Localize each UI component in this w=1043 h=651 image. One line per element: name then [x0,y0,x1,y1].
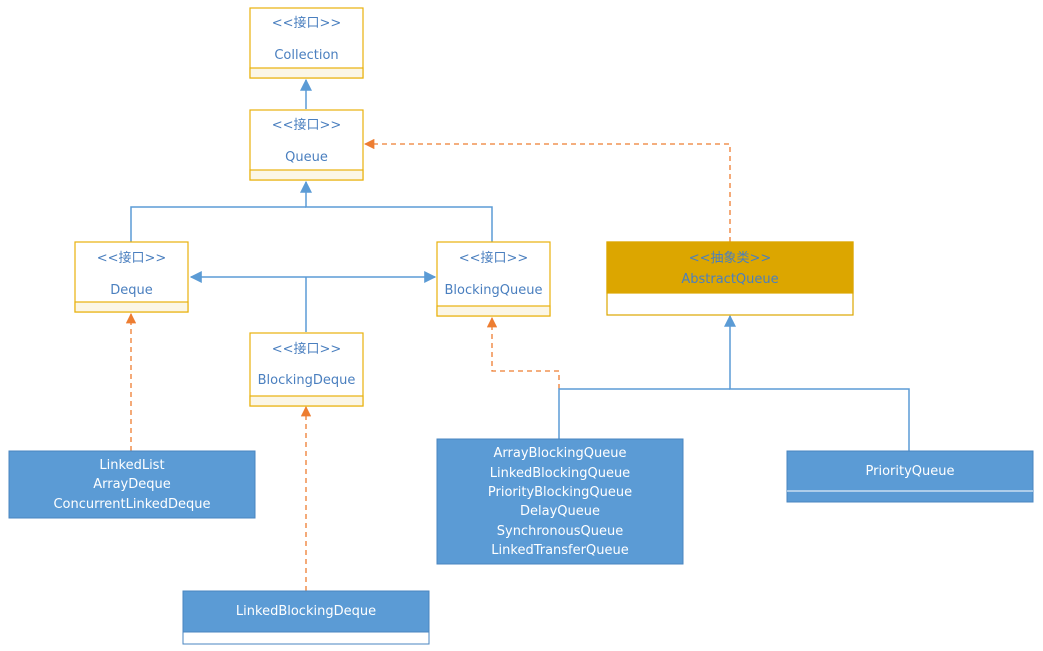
node-queue-name: Queue [285,150,328,165]
blocking-queue-impl-item: SynchronousQueue [497,524,624,539]
edge-bqimpls-blockingqueue [486,316,560,389]
blocking-queue-impl-item: DelayQueue [520,504,600,519]
node-deque-name: Deque [110,283,153,298]
node-abstract-queue-stereotype: <<抽象类>> [689,251,772,266]
node-blocking-deque: <<接口>> BlockingDeque [249,332,364,407]
edge-blockingqueue-queue [300,180,493,242]
node-priority-queue: PriorityQueue [786,450,1034,503]
node-collection-name: Collection [274,48,338,63]
blocking-queue-impl-item: LinkedTransferQueue [491,543,628,558]
connectors [125,78,910,591]
deque-impl-item: ConcurrentLinkedDeque [53,497,210,512]
edge-priorityqueue-abstractqueue [724,314,910,451]
node-deque-stereotype: <<接口>> [97,250,167,266]
node-blocking-queue-impls: ArrayBlockingQueue LinkedBlockingQueue P… [436,438,684,565]
node-abstract-queue-name: AbstractQueue [681,272,778,287]
node-deque-impls: LinkedList ArrayDeque ConcurrentLinkedDe… [8,450,256,519]
node-deque: <<接口>> Deque [74,241,189,313]
node-blocking-queue: <<接口>> BlockingQueue [436,241,551,317]
node-linked-blocking-deque: LinkedBlockingDeque [182,590,430,645]
node-blocking-queue-name: BlockingQueue [445,283,543,298]
deque-impl-item: ArrayDeque [93,477,171,492]
node-blocking-queue-stereotype: <<接口>> [459,250,529,266]
edge-abstractqueue-queue [363,138,731,242]
node-queue-stereotype: <<接口>> [272,117,342,133]
node-blocking-deque-name: BlockingDeque [258,373,356,388]
blocking-queue-impl-item: PriorityBlockingQueue [488,485,632,500]
deque-impl-item: LinkedList [99,458,164,473]
edge-bqimpls-abstractqueue [558,388,730,439]
node-queue: <<接口>> Queue [249,109,364,181]
node-collection-stereotype: <<接口>> [272,15,342,31]
edge-deque-queue [130,206,306,242]
blocking-queue-impl-item: ArrayBlockingQueue [494,446,627,461]
node-collection: <<接口>> Collection [249,7,364,79]
node-priority-queue-name: PriorityQueue [866,464,955,479]
node-linked-blocking-deque-name: LinkedBlockingDeque [236,604,376,619]
blocking-queue-impl-item: LinkedBlockingQueue [490,466,630,481]
node-blocking-deque-stereotype: <<接口>> [272,341,342,357]
node-abstract-queue: <<抽象类>> AbstractQueue [606,241,854,316]
